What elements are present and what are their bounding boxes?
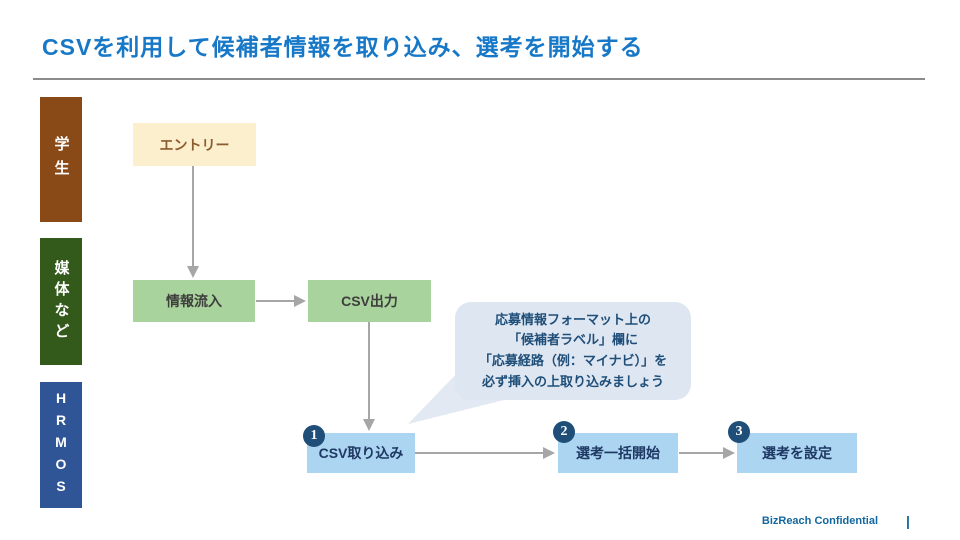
node-csv-import: CSV取り込み: [307, 433, 415, 473]
node-csv-export: CSV出力: [308, 280, 431, 322]
lane-media: 媒体など: [40, 238, 82, 365]
arrow-right-icon: [294, 295, 306, 307]
arrow-line: [368, 322, 370, 420]
arrow-line: [679, 452, 724, 454]
callout-line: 「候補者ラベル」欄に: [507, 332, 638, 348]
step-3-badge: 3: [728, 421, 750, 443]
arrow-line: [256, 300, 295, 302]
arrow-line: [415, 452, 544, 454]
lane-hrmos: HRMOS: [40, 382, 82, 508]
arrow-right-icon: [543, 447, 555, 459]
node-entry: エントリー: [133, 123, 256, 166]
callout-line: 「応募経路（例：マイナビ）」を: [478, 353, 668, 368]
footer-divider: |: [906, 513, 910, 529]
page-title: CSVを利用して候補者情報を取り込み、選考を開始する: [42, 34, 644, 60]
title-divider-line: [33, 78, 925, 80]
lane-students: 学生: [40, 97, 82, 222]
arrow-down-icon: [187, 266, 199, 278]
callout-line: 必ず挿入の上取り込みましょう: [481, 373, 664, 389]
callout-line: 応募情報フォーマット上の: [494, 311, 651, 327]
node-set-selection: 選考を設定: [737, 433, 857, 473]
step-2-badge: 2: [553, 421, 575, 443]
node-bulk-start-selection: 選考一括開始: [558, 433, 678, 473]
node-information-inflow: 情報流入: [133, 280, 255, 322]
arrow-line: [192, 166, 194, 267]
confidential-label: BizReach Confidential: [761, 515, 878, 527]
step-1-badge: 1: [303, 425, 325, 447]
arrow-right-icon: [723, 447, 735, 459]
callout-bubble: 応募情報フォーマット上の 「候補者ラベル」欄に 「応募経路（例：マイナビ）」を …: [455, 302, 691, 400]
arrow-down-icon: [363, 419, 375, 431]
